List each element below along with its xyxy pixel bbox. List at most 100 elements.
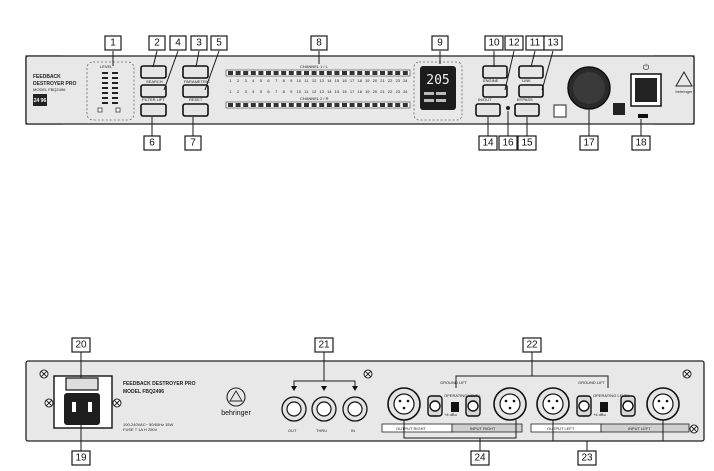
output-left-jack[interactable] bbox=[578, 400, 590, 412]
filter-lift-label: FILTER LIFT bbox=[142, 97, 165, 102]
filter-lift-button[interactable] bbox=[140, 103, 167, 117]
callout-9: 9 bbox=[437, 38, 443, 49]
power-spec-1: 100-240VAC~ 50/60Hz 15W bbox=[123, 422, 174, 427]
filter-number: 10 bbox=[297, 89, 302, 94]
rear-model-title: MODEL FBQ2496 bbox=[123, 389, 164, 395]
filter-number: 8 bbox=[283, 89, 286, 94]
jog-wheel-inner bbox=[573, 72, 605, 104]
filter-number: 7 bbox=[275, 89, 278, 94]
display-led-c bbox=[424, 99, 434, 102]
filter-number: 16 bbox=[342, 89, 347, 94]
level-option-right-1: +4 dBu bbox=[444, 412, 457, 417]
input-left-label-box bbox=[600, 423, 690, 433]
filter-number: 16 bbox=[342, 78, 347, 83]
rear-brand-title: FEEDBACK DESTROYER PRO bbox=[123, 381, 196, 387]
filter-number: 19 bbox=[365, 89, 370, 94]
filter-led bbox=[228, 71, 233, 75]
filter-led bbox=[349, 71, 355, 75]
power-switch[interactable] bbox=[635, 78, 657, 102]
rear-panel: FEEDBACK DESTROYER PRO MODEL FBQ2496 100… bbox=[25, 360, 705, 442]
operating-level-switch-right[interactable] bbox=[451, 402, 459, 412]
operating-level-label-right: OPERATING LEVEL bbox=[444, 393, 482, 398]
filter-led bbox=[326, 71, 332, 75]
filter-led bbox=[311, 103, 317, 107]
channel-1-strip bbox=[225, 69, 411, 77]
socket-pin-right bbox=[88, 402, 92, 412]
filter-led bbox=[235, 103, 241, 107]
button-5[interactable] bbox=[182, 84, 209, 98]
filter-number: 4 bbox=[252, 89, 255, 94]
button-10[interactable] bbox=[482, 65, 508, 79]
front-badge-right bbox=[613, 103, 625, 115]
callout-1: 1 bbox=[110, 38, 116, 49]
callout-12: 12 bbox=[508, 38, 520, 49]
button-12[interactable] bbox=[482, 84, 508, 98]
meter-label: LEVEL bbox=[100, 64, 113, 69]
bypass-button[interactable] bbox=[514, 103, 540, 117]
filter-number: 13 bbox=[319, 78, 324, 83]
callout-17: 17 bbox=[583, 138, 595, 149]
callout-3: 3 bbox=[196, 38, 202, 49]
channel-2-label: CHANNEL 2 / R bbox=[300, 96, 329, 101]
link-label: LINK bbox=[522, 78, 531, 83]
filter-number: 19 bbox=[365, 78, 370, 83]
callout-7: 7 bbox=[190, 138, 196, 149]
filter-led bbox=[304, 103, 309, 107]
input-left-jack[interactable] bbox=[622, 400, 634, 412]
filter-led bbox=[273, 71, 279, 75]
filter-number: 2 bbox=[237, 78, 240, 83]
fuse-holder[interactable] bbox=[65, 377, 99, 391]
operating-level-switch-left[interactable] bbox=[600, 402, 608, 412]
callout-2: 2 bbox=[154, 38, 160, 49]
callout-6: 6 bbox=[149, 138, 155, 149]
in-out-button[interactable] bbox=[475, 103, 501, 117]
callout-16: 16 bbox=[502, 138, 514, 149]
input-right-jack[interactable] bbox=[467, 400, 479, 412]
input-right-label: INPUT RIGHT bbox=[470, 426, 496, 431]
midi-out-arrow-icon bbox=[291, 386, 297, 391]
filter-number: 11 bbox=[304, 78, 309, 83]
filter-number: 11 bbox=[304, 89, 309, 94]
bit-badge-box bbox=[33, 94, 47, 106]
filter-led bbox=[258, 71, 264, 75]
filter-led bbox=[387, 71, 393, 75]
filter-number: 20 bbox=[373, 78, 378, 83]
filter-led bbox=[296, 71, 302, 75]
rear-brand-logo: behringer bbox=[221, 410, 251, 417]
reset-button[interactable] bbox=[182, 103, 209, 117]
filter-number: 10 bbox=[297, 78, 302, 83]
input-left-label: INPUT LEFT bbox=[628, 426, 651, 431]
button-4[interactable] bbox=[140, 84, 167, 98]
filter-number: 21 bbox=[380, 78, 385, 83]
display-led-b bbox=[436, 92, 446, 95]
callout-11: 11 bbox=[530, 38, 541, 49]
filter-number: 3 bbox=[245, 78, 248, 83]
filter-led bbox=[235, 71, 241, 75]
button-2[interactable] bbox=[140, 65, 167, 79]
button-13[interactable] bbox=[518, 84, 544, 98]
filter-number: 15 bbox=[335, 89, 340, 94]
output-right-jack[interactable] bbox=[429, 400, 441, 412]
iec-power-socket[interactable] bbox=[64, 393, 100, 425]
front-brand-logo: behringer bbox=[676, 89, 694, 94]
input-right-label-box bbox=[451, 423, 523, 433]
filter-led bbox=[243, 103, 249, 107]
callout-21: 21 bbox=[318, 340, 330, 351]
midi-in-arrow-icon bbox=[352, 386, 358, 391]
button-3[interactable] bbox=[182, 65, 209, 79]
filter-number: 17 bbox=[350, 78, 355, 83]
button-11[interactable] bbox=[518, 65, 544, 79]
filter-number: 20 bbox=[373, 89, 378, 94]
filter-led bbox=[372, 71, 378, 75]
filter-led bbox=[364, 103, 370, 107]
rear-callouts: 20 19 21 22 24 23 bbox=[71, 337, 664, 466]
filter-led bbox=[334, 71, 340, 75]
filter-number: 6 bbox=[267, 89, 270, 94]
filter-led bbox=[326, 103, 332, 107]
callout-1-box bbox=[104, 35, 122, 51]
filter-led bbox=[395, 103, 401, 107]
filter-number: 24 bbox=[403, 89, 408, 94]
filter-led bbox=[387, 103, 393, 107]
